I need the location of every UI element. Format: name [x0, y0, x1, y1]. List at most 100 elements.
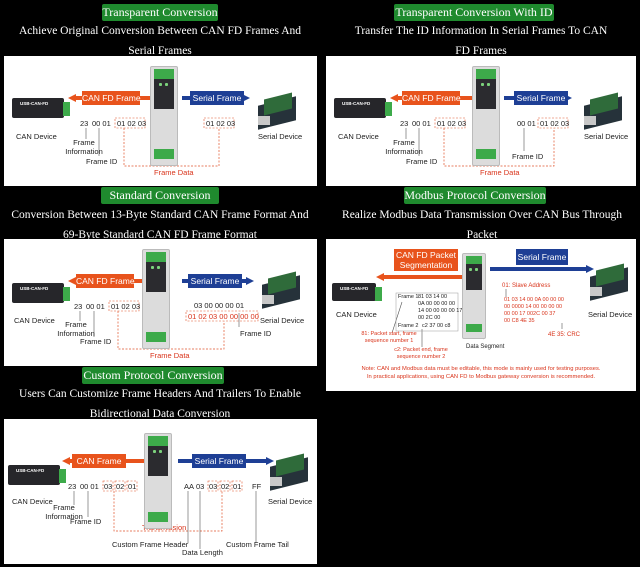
frame-data-label: Frame Data [154, 168, 194, 177]
usb-can-fd-device: USB-CAN-FD [8, 465, 66, 485]
device-logo: USB-CAN-FD [16, 468, 45, 473]
can-byte-id: 00 01 [80, 482, 99, 491]
panel-subtitle-standard: Conversion Between 13-Byte Standard CAN … [11, 209, 309, 241]
usb-can-fd-device: USB-CAN-FD [12, 98, 70, 118]
can-device-label: CAN Device [12, 497, 53, 506]
can-device-label: CAN Device [16, 132, 57, 141]
can-byte-id: 00 01 [92, 119, 111, 128]
panel-title-standard: Standard Conversion [101, 187, 219, 204]
frame-data-label: Frame Data [480, 168, 520, 177]
frame-id-label: Frame ID [70, 517, 102, 526]
can-fd-packet-segmentation-header: CAN FD Packet Segmentation [396, 250, 456, 270]
serial-data-byte-3: 01 [233, 482, 242, 491]
serial-byte-data: 01 02 03 [206, 119, 236, 128]
can-device-label: CAN Device [14, 316, 55, 325]
note-packet-end: c2: Packet end, frame sequence number 2 [394, 347, 448, 360]
usb-can-fd-device: USB-CAN-FD [332, 283, 382, 301]
can-data-byte-1: 03 [104, 482, 113, 491]
can-byte-data: 01 02 03 [111, 302, 141, 311]
serial-byte-data: 01 02 03 [540, 119, 570, 128]
frame-information-label: Frame Information [65, 138, 103, 156]
serial-device-board [258, 92, 302, 130]
frame-1-prefix: Frame 1 [398, 294, 419, 300]
frame-information-label: Frame Information [385, 138, 423, 156]
serial-length-byte: 03 [196, 482, 205, 491]
frame-1-bytes: 81 03 14 00 0A 00 00 00 00 14 00 00 00 0… [418, 294, 463, 321]
panel-subtitle-transparent: Achieve Original Conversion Between CAN … [18, 25, 302, 57]
serial-frame-header: Serial Frame [194, 456, 244, 466]
slave-address-label: 01: Slave Address [502, 283, 551, 289]
serial-device-board [270, 453, 312, 491]
frame-information-label: Frame Information [57, 320, 95, 338]
custom-frame-tail-label: Custom Frame Tail [226, 540, 289, 549]
frame-data-label: Frame Data [150, 351, 190, 360]
serial-tail-byte: FF [252, 482, 262, 491]
serial-frame-header: Serial Frame [516, 93, 566, 103]
can-byte-id: 00 01 [86, 302, 105, 311]
panel-subtitle-custom: Users Can Customize Frame Headers And Tr… [19, 388, 301, 420]
can-byte-id: 00 01 [412, 119, 431, 128]
can-byte-info: 23 [400, 119, 409, 128]
panel-title-transparent: Transparent Conversion [102, 4, 218, 21]
serial-device-board [262, 271, 306, 309]
serial-line-1: 03 00 00 00 01 [194, 301, 245, 310]
serial-data-byte-1: 03 [209, 482, 218, 491]
converter-module [462, 253, 486, 339]
frame-id-label: Frame ID [80, 337, 112, 346]
frame-2-prefix: Frame 2 [398, 323, 419, 329]
can-byte-info: 23 [74, 302, 83, 311]
serial-device-board [590, 263, 630, 301]
serial-device-board [584, 92, 628, 130]
panel-title-with-id: Transparent Conversion With ID [394, 4, 554, 21]
crc-label: 4E 35: CRC [548, 332, 581, 338]
usb-can-fd-device: USB-CAN-FD [334, 98, 392, 118]
can-frame-header: CAN FD Frame [76, 276, 135, 286]
custom-frame-header-label: Custom Frame Header [112, 540, 189, 549]
can-fd-frame-header: CAN FD Frame [82, 93, 141, 103]
serial-data-byte-2: 02 [221, 482, 230, 491]
can-fd-frame-header: CAN FD Frame [402, 93, 461, 103]
data-length-label: Data Length [182, 548, 223, 557]
panel-with-id: USB-CAN-FD CAN Device CAN FD Frame Seria… [326, 56, 636, 186]
serial-modbus-bytes: 01 03 14 00 0A 00 00 00 00 0000 14 00 00… [504, 297, 564, 324]
device-logo: USB-CAN-FD [342, 101, 371, 106]
serial-line-2: 01 02 03 00 00 00 00 [188, 312, 259, 321]
serial-frame-header: Serial Frame [192, 93, 242, 103]
can-byte-info: 23 [68, 482, 77, 491]
serial-device-label: Serial Device [258, 132, 303, 141]
serial-frame-header: Serial Frame [517, 252, 567, 262]
can-byte-data: 01 02 03 [117, 119, 147, 128]
panel-subtitle-with-id: Transfer The ID Information In Serial Fr… [354, 25, 608, 57]
serial-frame-header: Serial Frame [190, 276, 240, 286]
can-byte-data: 01 02 03 [437, 119, 467, 128]
frame-id-label: Frame ID [86, 157, 118, 166]
serial-frame-id-label: Frame ID [240, 329, 272, 338]
converter-module [472, 66, 500, 166]
serial-byte-id: 00 01 [517, 119, 536, 128]
panel-title-modbus: Modbus Protocol Conversion [404, 187, 546, 204]
frame-information-label: Frame Information [45, 503, 83, 521]
usb-can-fd-device: USB-CAN-FD [12, 283, 70, 303]
data-segment-label: Data Segment [466, 344, 505, 350]
modbus-note: Note: CAN and Modbus data must be editab… [361, 366, 601, 380]
serial-device-label: Serial Device [268, 497, 313, 506]
panel-standard: USB-CAN-FD CAN Device CAN FD Frame Seria… [4, 239, 317, 366]
converter-module [150, 66, 178, 166]
serial-device-label: Serial Device [584, 132, 629, 141]
serial-device-label: Serial Device [260, 316, 305, 325]
frame-id-label: Frame ID [406, 157, 438, 166]
device-logo: USB-CAN-FD [340, 286, 369, 291]
panel-title-custom: Custom Protocol Conversion [82, 367, 224, 384]
serial-header-byte: AA [184, 482, 195, 491]
converter-module [142, 249, 170, 349]
frame-2-bytes: c2 37 00 c8 [422, 323, 451, 329]
converter-module [144, 433, 172, 529]
serial-device-label: Serial Device [588, 310, 633, 319]
panel-transparent: USB-CAN-FD CAN Device CAN FD Frame Seria… [4, 56, 317, 186]
panel-custom: USB-CAN-FD CAN Device CAN Frame Serial F… [4, 419, 317, 564]
serial-frame-id-label: Frame ID [512, 152, 544, 161]
can-data-byte-2: 02 [116, 482, 125, 491]
device-logo: USB-CAN-FD [20, 286, 49, 291]
note-packet-start: 81: Packet start, frame sequence number … [361, 331, 417, 344]
can-frame-header: CAN Frame [76, 456, 122, 466]
